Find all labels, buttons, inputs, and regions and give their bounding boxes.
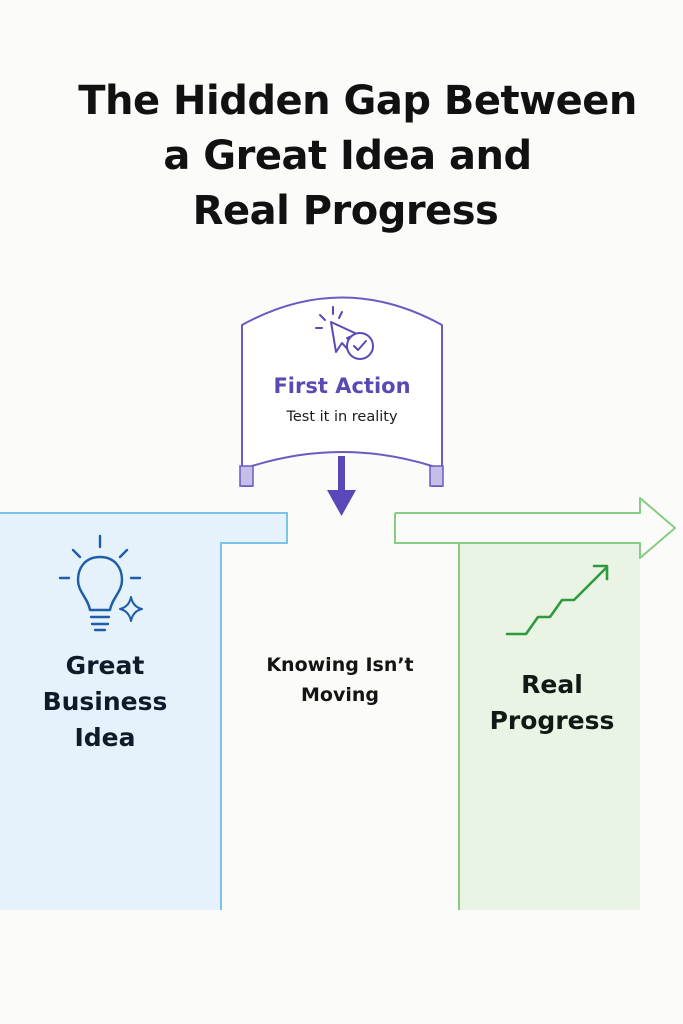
- bridge-right-foot: [429, 465, 444, 487]
- progress-column: [394, 497, 676, 910]
- idea-label-line-2: Business: [42, 687, 168, 716]
- real-progress-label: Real Progress: [462, 667, 642, 739]
- trend-up-icon: [505, 564, 609, 636]
- gap-label-line-1: Knowing Isn’t: [266, 654, 414, 676]
- progress-label-line-1: Real: [521, 670, 583, 699]
- idea-column-fill: [0, 513, 221, 910]
- first-action-subtitle: Test it in reality: [286, 409, 398, 425]
- cursor-click-icon: [315, 306, 374, 360]
- sparkle-icon: [119, 596, 143, 622]
- title-line-2: a Great Idea and: [163, 133, 532, 179]
- gap-label-line-2: Moving: [301, 684, 379, 706]
- knowing-isnt-moving-label: Knowing Isn’t Moving: [224, 650, 456, 710]
- idea-column: [0, 512, 288, 910]
- action-bridge: [239, 296, 444, 487]
- progress-column-outline: [394, 513, 460, 910]
- idea-label-line-1: Great: [65, 651, 145, 680]
- lightbulb-icon: [58, 534, 142, 632]
- idea-ledge-fill: [221, 513, 287, 543]
- idea-label-line-3: Idea: [74, 723, 136, 752]
- title-line-1: The Hidden Gap Between: [78, 78, 637, 124]
- progress-column-fill: [459, 543, 640, 910]
- title-line-3: Real Progress: [192, 188, 499, 234]
- page-title: The Hidden Gap Between a Great Idea and …: [0, 74, 683, 239]
- great-business-idea-label: Great Business Idea: [10, 648, 200, 756]
- progress-label-line-2: Progress: [489, 706, 615, 735]
- bridge-left-foot: [239, 465, 254, 487]
- down-arrow-icon: [327, 456, 356, 516]
- first-action-title: First Action: [273, 374, 411, 398]
- progress-arrow-outline: [395, 497, 676, 559]
